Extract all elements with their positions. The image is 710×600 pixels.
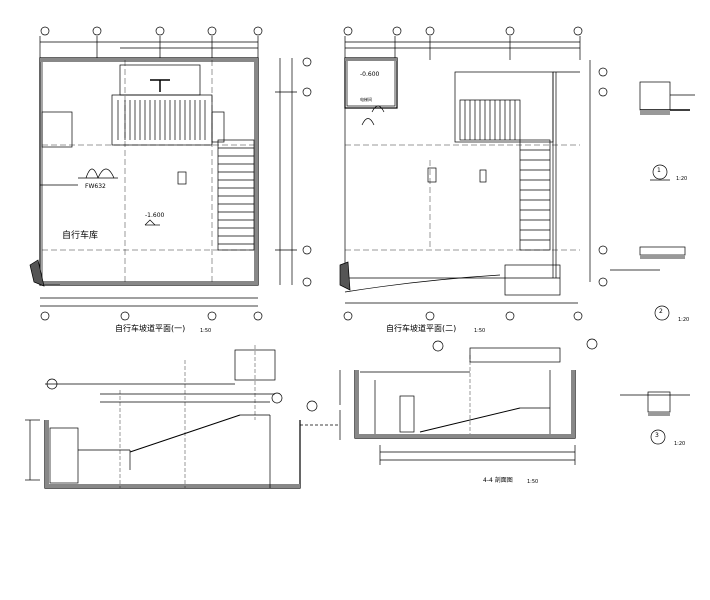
section-title: 4-4 剖面图 [483,477,513,484]
plan-1-drain-label: FW632 [85,183,106,190]
plan-1-room-label: 自行车库 [62,231,99,241]
plan-2-scale: 1:50 [474,328,486,334]
plan-2-room-label: 电梯间 [360,97,372,102]
section-right-drawing [339,338,598,465]
section-left-drawing [25,345,340,489]
plan-2-drawing [339,26,608,321]
detail-1-number: 1 [657,167,661,174]
detail-3-number: 3 [655,432,659,439]
plan-1-drawing [29,26,312,321]
plan-2-title: 自行车坡道平面(二) [386,324,457,333]
plan-2-elevation: -0.600 [360,71,380,78]
plan-1-scale: 1:50 [200,328,212,334]
detail-drawings [610,81,695,445]
plan-1-title: 自行车坡道平面(一) [115,324,186,333]
detail-1-scale: 1:20 [676,176,688,182]
detail-2-number: 2 [659,308,663,315]
section-scale: 1:50 [527,479,539,485]
detail-3-scale: 1:20 [674,441,686,447]
detail-2-scale: 1:20 [678,317,690,323]
plan-1-elevation: -1.600 [145,212,165,219]
